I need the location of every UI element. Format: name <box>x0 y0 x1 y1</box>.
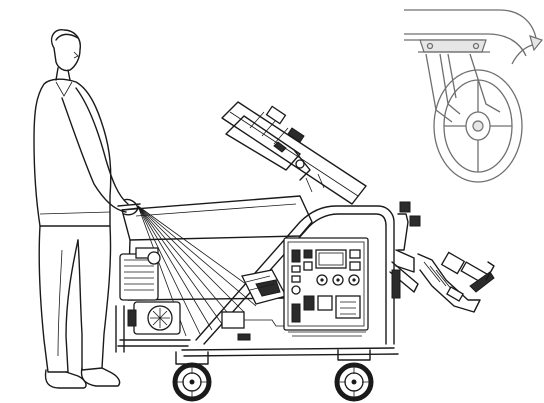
rear-wheel <box>172 351 212 402</box>
person-figure <box>33 29 139 389</box>
water-fitting <box>389 201 495 313</box>
rotate-arrow-icon <box>511 43 537 65</box>
gear-motor <box>127 301 181 335</box>
control-panel <box>283 237 369 337</box>
frame <box>115 205 399 357</box>
pump-unit <box>221 269 287 341</box>
electric-motor <box>119 247 161 301</box>
front-wheel <box>334 349 374 402</box>
mixer-tube <box>221 101 367 205</box>
caster-wheel-detail <box>404 9 544 183</box>
mixing-pump-machine <box>115 101 495 402</box>
